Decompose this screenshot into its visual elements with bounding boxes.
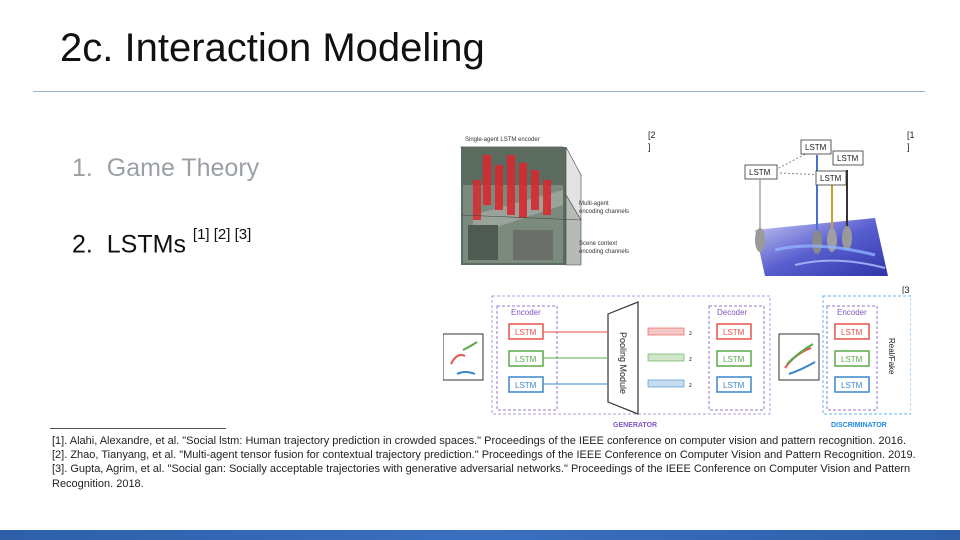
dec-lstm-blue: LSTM [723, 381, 745, 390]
enc-lstm-red: LSTM [515, 328, 537, 337]
noise-z-1: z [689, 331, 692, 337]
fig1-lstm-2: LSTM [805, 143, 827, 152]
enc-lstm-green: LSTM [515, 355, 537, 364]
list-item-lstms: 2. LSTMs [1] [2] [3] [72, 230, 251, 259]
list-text: Game Theory [107, 154, 259, 182]
generator-label: GENERATOR [613, 422, 657, 429]
noise-z-3: z [689, 383, 692, 389]
disc-lstm-green: LSTM [841, 355, 863, 364]
disc-lstm-red: LSTM [841, 328, 863, 337]
decoder-label: Decoder [717, 308, 748, 317]
fig2-label-mid-2: encoding channels [579, 209, 629, 215]
list-item-game-theory: 1. Game Theory [72, 154, 259, 183]
disc-lstm-blue: LSTM [841, 381, 863, 390]
references: [1]. Alahi, Alexandre, et al. "Social ls… [52, 434, 932, 491]
fig2-label-bot-1: Scene context [579, 241, 617, 247]
fig2-ref-marker: [2 ] [648, 129, 658, 153]
discriminator-label: DISCRIMINATOR [831, 422, 887, 429]
encoder-label: Encoder [511, 308, 541, 317]
slide-title: 2c. Interaction Modeling [60, 26, 485, 71]
figure-social-lstm: LSTM LSTM LSTM LSTM [735, 130, 888, 278]
dec-lstm-green: LSTM [723, 355, 745, 364]
title-divider [33, 91, 925, 92]
fig1-lstm-4: LSTM [820, 174, 842, 183]
fig1-ref-marker: [1 ] [907, 129, 917, 153]
references-divider [50, 428, 226, 429]
fig2-label-mid-1: Multi-agent [579, 201, 609, 207]
fig1-lstm-3: LSTM [837, 154, 859, 163]
reference-2: [2]. Zhao, Tianyang, et al. "Multi-agent… [52, 448, 932, 462]
noise-z-2: z [689, 357, 692, 363]
figure-social-gan: GENERATOR Encoder LSTM LSTM LSTM Pooling… [443, 294, 911, 430]
reference-1: [1]. Alahi, Alexandre, et al. "Social ls… [52, 434, 932, 448]
citation-superscript: [1] [2] [3] [193, 226, 251, 243]
fig2-label-top: Single-agent LSTM encoder [465, 137, 540, 143]
fig2-label-bot-2: encoding channels [579, 249, 629, 255]
list-number: 1. [72, 154, 93, 182]
dec-lstm-red: LSTM [723, 328, 745, 337]
pooling-module-label: Pooling Module [618, 332, 628, 394]
footer-bar [0, 530, 960, 540]
ref-marker-line: ] [907, 141, 917, 153]
ref-marker-line: [2 [648, 129, 658, 141]
ref-marker-line: ] [648, 141, 658, 153]
real-fake-label: Real/Fake [887, 338, 896, 375]
reference-3: [3]. Gupta, Agrim, et al. "Social gan: S… [52, 462, 932, 490]
fig1-lstm-1: LSTM [749, 168, 771, 177]
figure-mat-encoder: Single-agent LSTM encoder Multi-agent en… [453, 125, 645, 268]
list-text: LSTMs [107, 230, 186, 258]
ref-marker-line: [1 [907, 129, 917, 141]
enc-lstm-blue: LSTM [515, 381, 537, 390]
disc-encoder-label: Encoder [837, 308, 867, 317]
list-number: 2. [72, 230, 93, 258]
